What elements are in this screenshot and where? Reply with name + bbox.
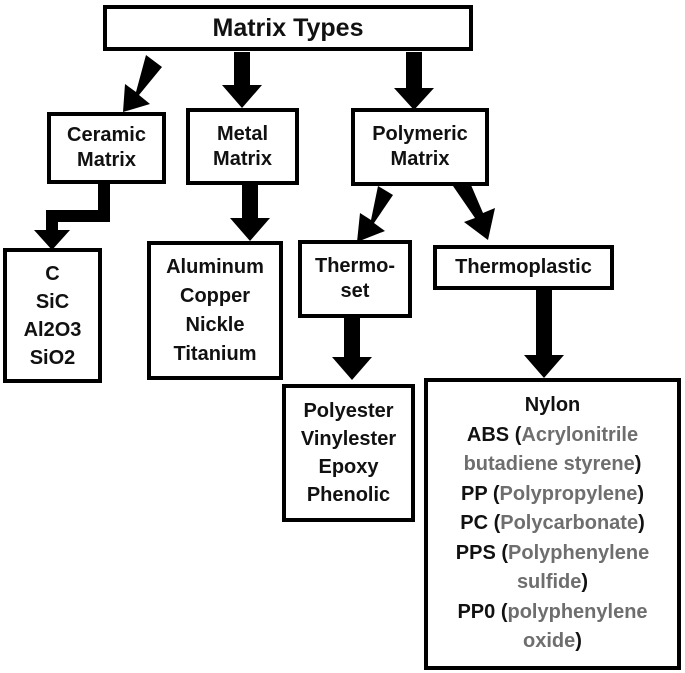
thermoplastic-label: Thermoplastic xyxy=(455,256,592,278)
polymeric-matrix-box: Polymeric Matrix xyxy=(351,108,489,186)
thermoplastic-line: oxide) xyxy=(523,627,582,657)
polymer-abbr: PPS ( xyxy=(455,541,509,564)
ceramic-material: SiC xyxy=(35,290,70,313)
ceramic-matrix-box: Ceramic Matrix xyxy=(47,112,166,184)
thermoplastic-line: PPS (Polyphenylene xyxy=(456,539,649,569)
polymeric-matrix-line: Polymeric xyxy=(372,123,468,145)
arrow-thermoplastic-to-list xyxy=(524,290,564,378)
polymer-full-name: Polycarbonate xyxy=(500,512,639,535)
ceramic-material: SiO2 xyxy=(29,346,76,369)
polymer-abbr: PC ( xyxy=(460,512,501,535)
arrow-polymeric-to-thermoplastic xyxy=(453,178,495,240)
polymer-full-name: polyphenylene xyxy=(507,600,648,623)
thermoset-box: Thermo- set xyxy=(298,240,412,318)
arrow-thermoset-to-list xyxy=(332,318,372,380)
polymeric-matrix-line: Matrix xyxy=(390,148,450,170)
thermoplastic-line: PC (Polycarbonate) xyxy=(460,509,645,539)
ceramic-matrix-line: Ceramic xyxy=(67,124,146,146)
polymer-abbr: PP ( xyxy=(460,482,500,505)
ceramic-material: C xyxy=(45,262,60,285)
matrix-types-box: Matrix Types xyxy=(103,5,473,51)
polymer-full-name: oxide xyxy=(523,630,576,653)
polymer-full-name: sulfide xyxy=(516,571,582,594)
metal-material: Aluminum xyxy=(166,255,264,278)
polymer-close-paren: ) xyxy=(637,482,645,505)
metal-matrix-line: Metal xyxy=(216,122,269,145)
metal-material: Titanium xyxy=(173,342,257,365)
thermoplastic-line: PP0 (polyphenylene xyxy=(457,598,647,628)
thermoplastic-box: Thermoplastic xyxy=(433,245,614,290)
thermoset-material: Polyester xyxy=(303,400,394,422)
thermoset-material: Epoxy xyxy=(318,456,379,478)
thermoplastic-line: ABS (Acrylonitrile xyxy=(467,421,638,451)
thermoplastic-line: Nylon xyxy=(525,391,581,421)
polymer-full-name: Polyphenylene xyxy=(508,541,650,564)
polymer-close-paren: ) xyxy=(638,512,645,535)
arrow-root-to-metal xyxy=(222,52,262,108)
polymer-abbr: ABS ( xyxy=(466,423,522,446)
metal-matrix-box: Metal Matrix xyxy=(186,108,299,185)
metal-material: Nickle xyxy=(185,313,245,336)
thermoset-material: Vinylester xyxy=(300,428,397,450)
polymer-full-name: butadiene styrene xyxy=(463,453,635,476)
polymer-close-paren: ) xyxy=(575,630,582,653)
arrow-root-to-polymeric xyxy=(394,52,434,110)
polymer-full-name: Polypropylene xyxy=(499,482,638,505)
thermoplastic-materials-box: Nylon ABS (Acrylonitrile butadiene styre… xyxy=(424,378,681,670)
thermoset-material: Phenolic xyxy=(306,484,391,506)
metal-material: Copper xyxy=(180,284,250,307)
polymer-abbr: PP0 ( xyxy=(457,600,508,623)
arrow-polymeric-to-thermoset xyxy=(357,186,393,242)
thermoplastic-line: butadiene styrene) xyxy=(464,450,642,480)
arrow-metal-to-list xyxy=(230,184,270,241)
polymer-close-paren: ) xyxy=(634,453,642,476)
polymer-name: Nylon xyxy=(524,394,581,417)
metal-matrix-line: Matrix xyxy=(213,147,272,170)
thermoplastic-line: sulfide) xyxy=(517,568,588,598)
thermoset-materials-box: Polyester Vinylester Epoxy Phenolic xyxy=(282,384,415,522)
arrow-ceramic-to-list xyxy=(34,182,110,250)
polymer-full-name: Acrylonitrile xyxy=(521,423,639,446)
ceramic-material: Al2O3 xyxy=(23,318,82,341)
metal-materials-box: Aluminum Copper Nickle Titanium xyxy=(147,241,283,380)
polymer-close-paren: ) xyxy=(581,571,589,594)
arrow-root-to-ceramic xyxy=(123,55,162,112)
thermoplastic-line: PP (Polypropylene) xyxy=(461,480,644,510)
thermoset-line: set xyxy=(340,280,370,302)
ceramic-materials-box: C SiC Al2O3 SiO2 xyxy=(3,248,102,383)
thermoset-line: Thermo- xyxy=(315,255,395,277)
matrix-types-label: Matrix Types xyxy=(212,13,364,42)
ceramic-matrix-line: Matrix xyxy=(77,149,136,171)
